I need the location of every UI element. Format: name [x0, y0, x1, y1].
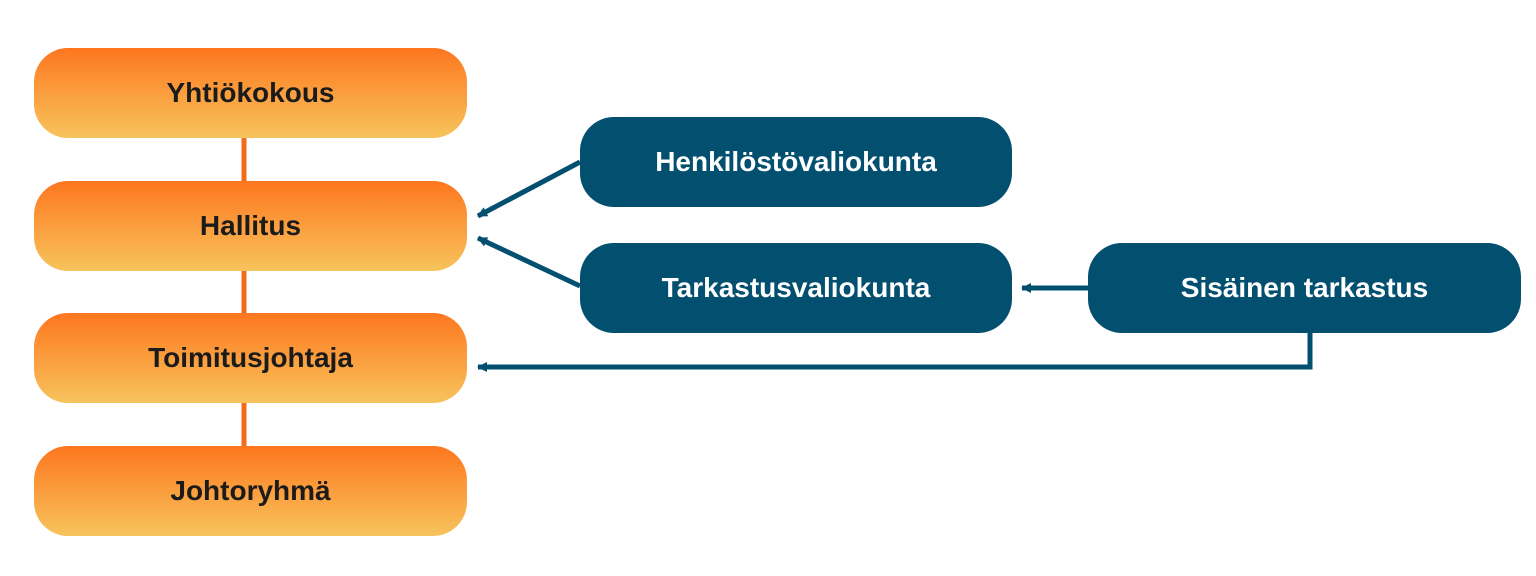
node-label: Sisäinen tarkastus — [1180, 272, 1429, 303]
node-label: Tarkastusvaliokunta — [661, 272, 931, 303]
node-yhtiokokous: Yhtiökokous — [34, 48, 467, 138]
node-henkilostovaliokunta: Henkilöstövaliokunta — [580, 117, 1012, 207]
arrow-tarkastus-to-hallitus — [476, 235, 582, 289]
node-label: Yhtiökokous — [166, 77, 335, 108]
arrow-sisainen-to-toimitusjohtaja — [477, 333, 1313, 372]
arrow-henkilosto-to-hallitus — [476, 159, 582, 219]
node-label: Johtoryhmä — [170, 475, 331, 506]
node-tarkastusvaliokunta: Tarkastusvaliokunta — [580, 243, 1012, 333]
node-hallitus: Hallitus — [34, 181, 467, 271]
node-sisainen-tarkastus: Sisäinen tarkastus — [1088, 243, 1521, 333]
node-label: Toimitusjohtaja — [148, 342, 353, 373]
node-toimitusjohtaja: Toimitusjohtaja — [34, 313, 467, 403]
node-johtoryhma: Johtoryhmä — [34, 446, 467, 536]
node-label: Hallitus — [199, 210, 302, 241]
node-label: Henkilöstövaliokunta — [655, 146, 937, 177]
